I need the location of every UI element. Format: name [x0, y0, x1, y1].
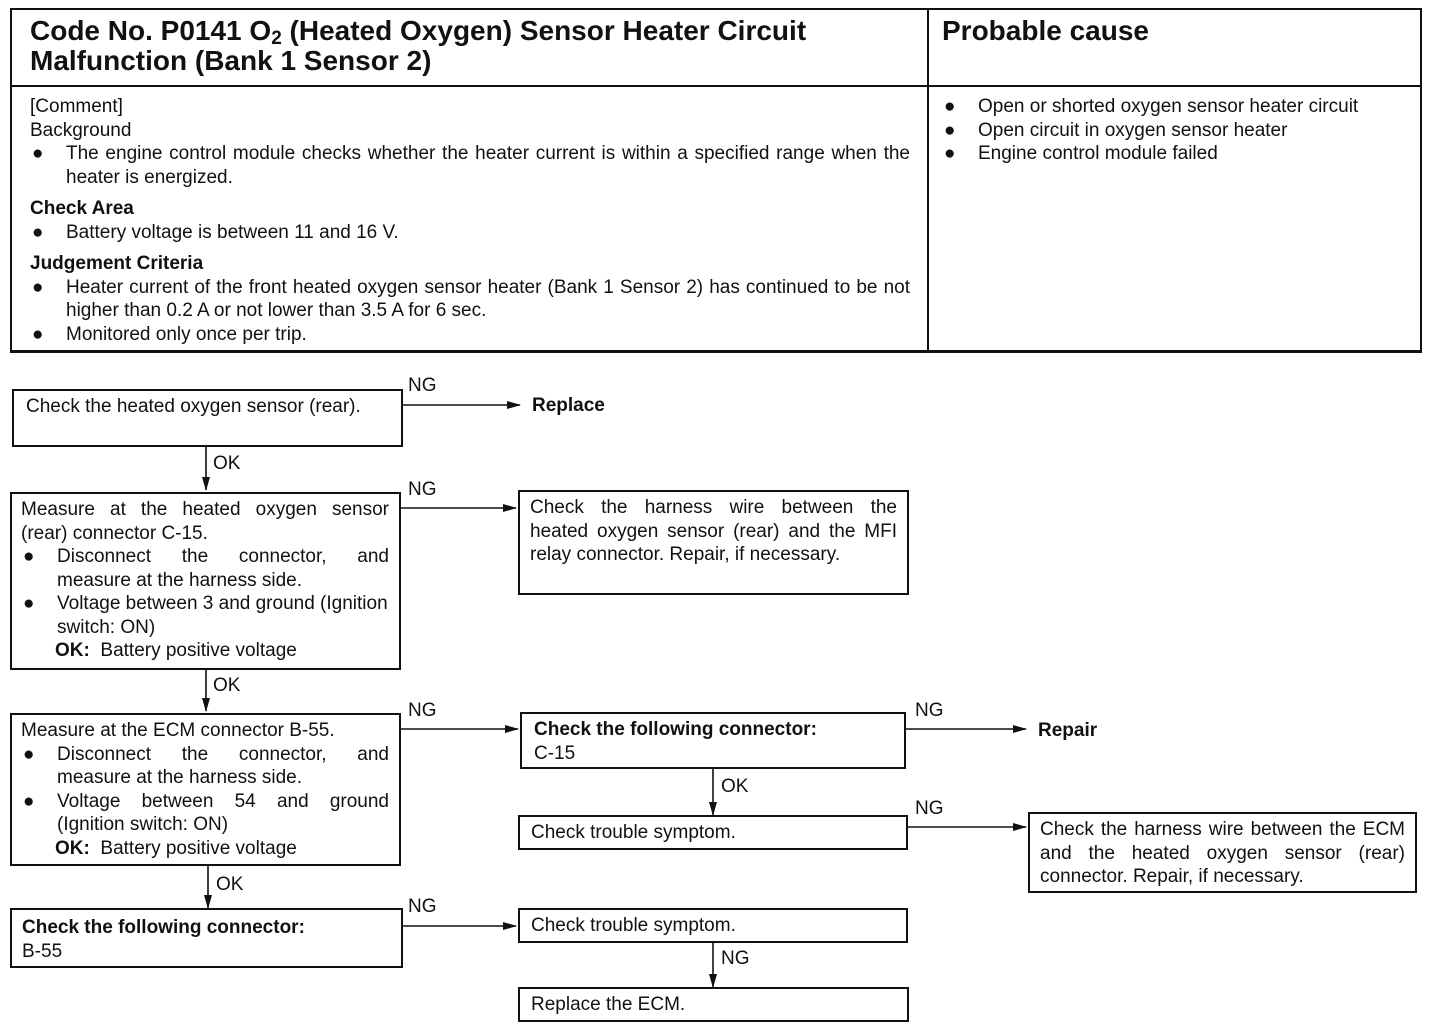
dtc-title: Code No. P0141 O2 (Heated Oxygen) Sensor… — [30, 15, 807, 76]
bullet-icon: ● — [32, 143, 44, 164]
bullet-icon: ● — [23, 790, 35, 812]
probable-cause-item: ● Open or shorted oxygen sensor heater c… — [944, 96, 1359, 117]
check-connector-c15-box: Check the following connector: C-15 — [520, 712, 906, 769]
background-label: Background — [30, 119, 132, 141]
step2-item: ● Disconnect the connector, and measure … — [23, 546, 389, 591]
ng-label: NG — [408, 375, 437, 396]
ng-label: NG — [915, 700, 944, 721]
replace-result: Replace — [532, 395, 605, 416]
ok-label: OK — [216, 874, 244, 895]
probable-cause-item: ● Engine control module failed — [944, 143, 1218, 164]
ok-label: OK — [721, 776, 749, 797]
step2-item: ● Voltage between 3 and ground (Ignition… — [23, 593, 388, 638]
ng-label: NG — [721, 948, 750, 969]
bullet-icon: ● — [944, 96, 956, 117]
step3-item: ● Disconnect the connector, and measure … — [23, 743, 389, 789]
judgement-item: ● Monitored only once per trip. — [32, 323, 307, 345]
judgement-item: ● Heater current of the front heated oxy… — [32, 276, 910, 322]
table-vertical-divider — [927, 10, 929, 351]
ng-label: NG — [408, 896, 437, 917]
repair-result: Repair — [1038, 720, 1098, 741]
ng-label: NG — [408, 479, 437, 500]
step4-check-connector-b55-box: Check the following connector: B-55 — [10, 908, 403, 968]
step3-ok-criteria: OK: Battery positive voltage — [55, 837, 297, 859]
judgement-label: Judgement Criteria — [30, 253, 204, 274]
check-area-label: Check Area — [30, 198, 134, 219]
replace-ecm-box: Replace the ECM. — [518, 987, 909, 1022]
probable-cause-list: ● Open or shorted oxygen sensor heater c… — [942, 95, 1417, 166]
bullet-icon: ● — [32, 323, 44, 345]
check-area-item: ● Battery voltage is between 11 and 16 V… — [32, 221, 399, 243]
ok-label: OK — [213, 453, 241, 474]
bullet-icon: ● — [23, 546, 35, 567]
probable-cause-item: ● Open circuit in oxygen sensor heater — [944, 119, 1288, 141]
dtc-info-table: Code No. P0141 O2 (Heated Oxygen) Sensor… — [10, 8, 1422, 353]
probable-cause-title: Probable cause — [942, 15, 1149, 46]
table-header-divider — [12, 85, 1420, 87]
ok-label: OK — [213, 675, 241, 696]
bullet-icon: ● — [944, 119, 956, 141]
bullet-icon: ● — [23, 743, 35, 765]
bullet-icon: ● — [32, 276, 44, 298]
step2-measure-c15-box: Measure at the heated oxygen sensor (rea… — [10, 492, 401, 670]
bullet-icon: ● — [23, 593, 35, 614]
harness-check-mfi-box: Check the harness wire between the heate… — [518, 490, 909, 595]
comment-label: [Comment] — [30, 96, 123, 117]
step2-ok-criteria: OK: Battery positive voltage — [55, 640, 297, 661]
bullet-icon: ● — [944, 143, 956, 164]
check-trouble-symptom-box: Check trouble symptom. — [518, 908, 908, 943]
comment-section: [Comment] Background ● The engine contro… — [30, 95, 910, 346]
ng-label: NG — [915, 798, 944, 819]
ng-label: NG — [408, 700, 437, 721]
step3-measure-b55-box: Measure at the ECM connector B-55. ● Dis… — [10, 713, 401, 866]
harness-check-ecm-box: Check the harness wire between the ECM a… — [1028, 812, 1417, 893]
step1-check-sensor-box: Check the heated oxygen sensor (rear). — [12, 389, 403, 447]
bullet-icon: ● — [32, 221, 44, 243]
check-trouble-symptom-box: Check trouble symptom. — [518, 815, 908, 850]
background-item: ● The engine control module checks wheth… — [32, 143, 910, 188]
step3-item: ● Voltage between 54 and ground (Ignitio… — [23, 790, 389, 836]
